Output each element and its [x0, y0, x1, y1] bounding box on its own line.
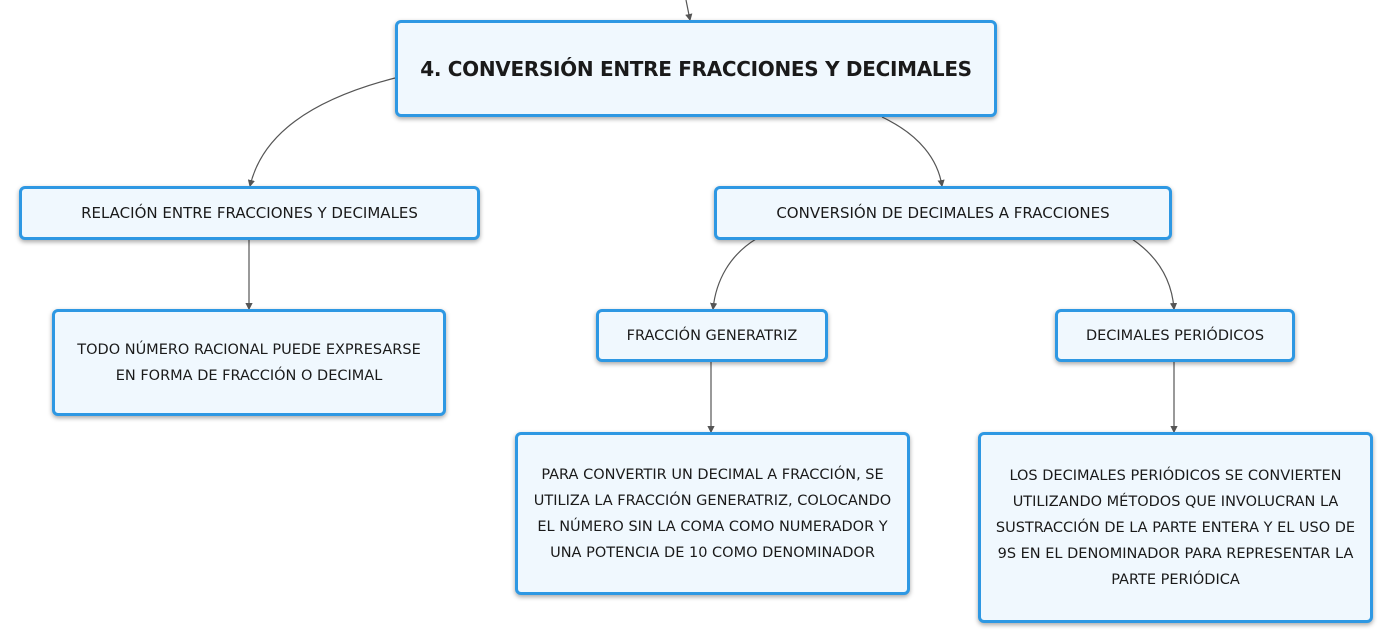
generatriz-detail-label: PARA CONVERTIR UN DECIMAL A FRACCIÓN, SE… — [533, 466, 892, 561]
relacion-node[interactable]: RELACIÓN ENTRE FRACCIONES Y DECIMALES — [19, 186, 480, 240]
periodicos-detail-node[interactable]: LOS DECIMALES PERIÓDICOS SE CONVIERTEN U… — [978, 432, 1373, 623]
connector-conversion-to-periodicos — [1131, 238, 1178, 311]
main-topic-node[interactable]: 4. CONVERSIÓN ENTRE FRACCIONES Y DECIMAL… — [395, 20, 997, 117]
generatriz-detail-node[interactable]: PARA CONVERTIR UN DECIMAL A FRACCIÓN, SE… — [515, 432, 910, 595]
relacion-detail-node[interactable]: TODO NÚMERO RACIONAL PUEDE EXPRESARSE EN… — [52, 309, 446, 416]
relacion-label: RELACIÓN ENTRE FRACCIONES Y DECIMALES — [81, 204, 418, 222]
main-topic-label: 4. CONVERSIÓN ENTRE FRACCIONES Y DECIMAL… — [420, 56, 972, 81]
relacion-detail-label: TODO NÚMERO RACIONAL PUEDE EXPRESARSE EN… — [77, 341, 421, 384]
connector-main-to-conversion — [881, 116, 945, 188]
connector-top-entry — [685, 0, 693, 22]
conversion-node[interactable]: CONVERSIÓN DE DECIMALES A FRACCIONES — [714, 186, 1172, 240]
decimales-periodicos-node[interactable]: DECIMALES PERIÓDICOS — [1055, 309, 1295, 362]
fraccion-generatriz-node[interactable]: FRACCIÓN GENERATRIZ — [596, 309, 828, 362]
conversion-label: CONVERSIÓN DE DECIMALES A FRACCIONES — [776, 204, 1110, 222]
periodicos-detail-label: LOS DECIMALES PERIÓDICOS SE CONVIERTEN U… — [995, 467, 1356, 588]
connector-main-to-relacion — [247, 77, 396, 188]
fraccion-generatriz-label: FRACCIÓN GENERATRIZ — [626, 327, 798, 344]
decimales-periodicos-label: DECIMALES PERIÓDICOS — [1085, 327, 1265, 344]
connector-conversion-to-generatriz — [710, 238, 757, 311]
